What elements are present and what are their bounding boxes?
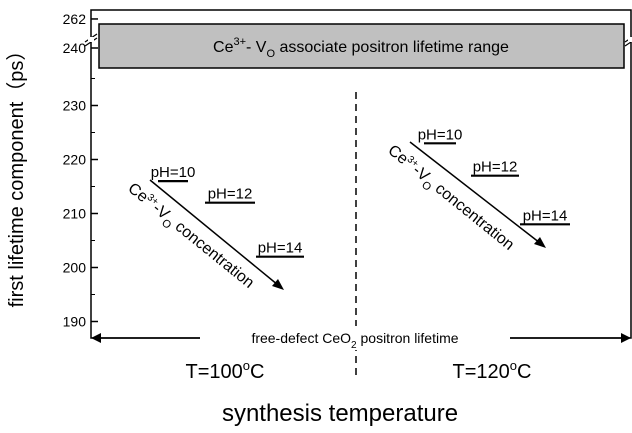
data-point-label: pH=14 xyxy=(523,207,568,224)
data-point-label: pH=12 xyxy=(208,186,253,203)
y-axis: 190 200 210 220 230 240 262 xyxy=(63,11,632,330)
baseline-arrow-left xyxy=(91,333,101,343)
baseline-arrow-right xyxy=(621,333,631,343)
axis-break-left xyxy=(84,33,98,47)
data-point-label: pH=12 xyxy=(473,159,518,176)
data-point-label: pH=14 xyxy=(258,240,303,257)
trend-arrowhead-left xyxy=(272,279,284,290)
trend-arrowhead-right xyxy=(534,237,546,248)
y-axis-title: first lifetime component（ps） xyxy=(5,41,28,308)
y-tick-label: 210 xyxy=(63,206,87,222)
y-tick-label: 230 xyxy=(63,98,87,114)
data-point-label: pH=10 xyxy=(151,164,196,181)
y-tick-label: 200 xyxy=(63,260,87,276)
points-layer: pH=10 pH=12 pH=14 pH=10 pH=12 pH=14 xyxy=(151,126,570,258)
baseline-label: free-defect CeO2 positron lifetime xyxy=(251,330,458,351)
trend-arrow-right xyxy=(409,141,541,244)
band-rect xyxy=(98,23,625,69)
data-point-label: pH=10 xyxy=(418,126,463,143)
trend-arrow-left xyxy=(149,179,279,286)
band-label: Ce3+- VO associate positron lifetime ran… xyxy=(213,36,509,60)
axis-break-right-gap xyxy=(628,37,632,42)
category-label-100: T=100oC xyxy=(186,358,265,383)
y-tick-label: 220 xyxy=(63,152,87,168)
axis-break-left-gap xyxy=(88,37,94,42)
y-tick-label: 262 xyxy=(63,11,87,27)
baseline-label-bg xyxy=(200,326,510,350)
category-label-120: T=120oC xyxy=(453,358,532,383)
x-axis-title: synthesis temperature xyxy=(222,400,458,427)
axis-break-right xyxy=(624,36,632,47)
y-tick-label: 190 xyxy=(63,314,87,330)
y-tick-label: 240 xyxy=(63,40,87,56)
